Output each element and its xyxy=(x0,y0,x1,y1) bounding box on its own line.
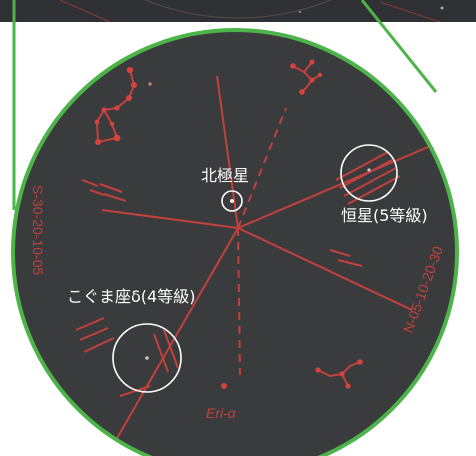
constellation-upper-left xyxy=(94,66,152,145)
constellation-upper-right xyxy=(290,59,323,95)
eri-alpha-star: Eri-α xyxy=(206,383,237,421)
view-ring xyxy=(11,28,459,456)
scale-label-left: S-30-20-10-05 xyxy=(30,185,46,275)
umi-delta-marker xyxy=(112,323,182,393)
umi-delta-label: こぐま座δ(4等級) xyxy=(67,287,195,306)
star-mag5-label: 恒星(5等級) xyxy=(341,206,428,225)
top-sky-strip xyxy=(0,0,476,22)
polar-scope-view: Eri-α S-30-20-10-05 N-05-10-20-30 北極星 恒星… xyxy=(11,28,459,456)
constellation-lower-right xyxy=(315,359,363,389)
reticle-ticks xyxy=(75,151,401,397)
zoom-connector-lines xyxy=(12,0,438,210)
eri-alpha-label: Eri-α xyxy=(206,405,237,421)
polaris-marker xyxy=(221,190,243,212)
polaris-label: 北極星 xyxy=(201,166,249,185)
star-mag5-marker xyxy=(340,144,398,202)
